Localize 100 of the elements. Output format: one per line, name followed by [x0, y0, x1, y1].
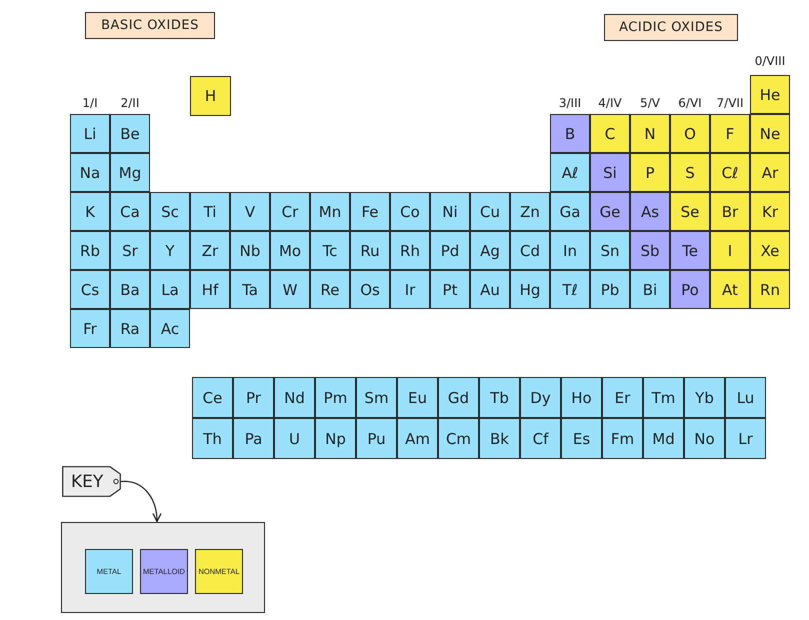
group-number: 2/II — [120, 96, 140, 110]
element-tile: In — [550, 231, 590, 270]
element-tile: Aℓ — [550, 153, 590, 192]
element-tile: F — [710, 114, 750, 153]
element-tile: Sn — [590, 231, 630, 270]
group-number: 3/III — [558, 96, 582, 110]
element-tile: Ca — [110, 192, 150, 231]
element-tile: Pu — [356, 418, 397, 459]
element-tile: Hg — [510, 270, 550, 309]
element-tile: Np — [315, 418, 356, 459]
element-tile: U — [274, 418, 315, 459]
element-tile: Tm — [643, 377, 684, 418]
element-tile: B — [550, 114, 590, 153]
element-tile: Eu — [397, 377, 438, 418]
element-tile: Bi — [630, 270, 670, 309]
element-tile: Ru — [350, 231, 390, 270]
group-number: 4/IV — [598, 96, 622, 110]
element-tile: Cf — [520, 418, 561, 459]
element-tile: Mg — [110, 153, 150, 192]
key-panel — [61, 522, 265, 613]
element-tile: Y — [150, 231, 190, 270]
element-tile: N — [630, 114, 670, 153]
element-tile: Yb — [684, 377, 725, 418]
element-tile: He — [750, 75, 790, 114]
element-tile: Hf — [190, 270, 230, 309]
element-tile: Nd — [274, 377, 315, 418]
element-tile: La — [150, 270, 190, 309]
element-tile: Li — [70, 114, 110, 153]
element-tile: P — [630, 153, 670, 192]
element-tile: Ar — [750, 153, 790, 192]
element-tile: Fm — [602, 418, 643, 459]
element-tile: Ga — [550, 192, 590, 231]
element-tile: Pd — [430, 231, 470, 270]
element-tile: Pt — [430, 270, 470, 309]
element-tile: Ni — [430, 192, 470, 231]
element-tile: V — [230, 192, 270, 231]
group-number: 1/I — [82, 96, 98, 110]
element-tile: Cr — [270, 192, 310, 231]
group-number: 0/VIII — [754, 54, 786, 68]
element-tile: No — [684, 418, 725, 459]
element-tile: Cu — [470, 192, 510, 231]
element-tile: Ir — [390, 270, 430, 309]
oxide-type-label: BASIC OXIDES — [85, 12, 215, 39]
element-tile: Be — [110, 114, 150, 153]
element-tile: Co — [390, 192, 430, 231]
element-tile: Lr — [725, 418, 766, 459]
element-tile: Po — [670, 270, 710, 309]
element-tile: Pa — [233, 418, 274, 459]
element-tile: Fr — [70, 309, 110, 348]
element-tile: Au — [470, 270, 510, 309]
element-tile: Pm — [315, 377, 356, 418]
element-tile: Tℓ — [550, 270, 590, 309]
element-tile: As — [630, 192, 670, 231]
element-tile: Pb — [590, 270, 630, 309]
element-tile: Ge — [590, 192, 630, 231]
element-tile: Ba — [110, 270, 150, 309]
element-tile: Es — [561, 418, 602, 459]
key-tag: KEY — [62, 466, 121, 497]
element-tile: Ra — [110, 309, 150, 348]
element-tile: Se — [670, 192, 710, 231]
element-tile: Os — [350, 270, 390, 309]
element-tile: O — [670, 114, 710, 153]
element-tile: Er — [602, 377, 643, 418]
element-tile: Kr — [750, 192, 790, 231]
group-number: 6/VI — [678, 96, 702, 110]
element-tile: Na — [70, 153, 110, 192]
element-tile: At — [710, 270, 750, 309]
element-tile: Zr — [190, 231, 230, 270]
element-tile: Rb — [70, 231, 110, 270]
element-tile: Zn — [510, 192, 550, 231]
element-tile: Cd — [510, 231, 550, 270]
element-tile: Nb — [230, 231, 270, 270]
element-tile: Rh — [390, 231, 430, 270]
element-tile: Gd — [438, 377, 479, 418]
element-tile: Xe — [750, 231, 790, 270]
element-tile: Bk — [479, 418, 520, 459]
element-tile: W — [270, 270, 310, 309]
element-tile: Mn — [310, 192, 350, 231]
group-number: 5/V — [640, 96, 660, 110]
element-tile: Sc — [150, 192, 190, 231]
element-tile: Am — [397, 418, 438, 459]
element-tile: Ta — [230, 270, 270, 309]
element-tile: Sr — [110, 231, 150, 270]
element-tile: I — [710, 231, 750, 270]
element-tile: Ag — [470, 231, 510, 270]
curved-arrow — [120, 480, 162, 522]
element-tile: Ti — [190, 192, 230, 231]
element-tile: Lu — [725, 377, 766, 418]
oxide-type-label: ACIDIC OXIDES — [604, 14, 738, 41]
element-tile: Ce — [192, 377, 233, 418]
element-tile: Rn — [750, 270, 790, 309]
element-tile: Ho — [561, 377, 602, 418]
element-tile: Cs — [70, 270, 110, 309]
element-tile: Mo — [270, 231, 310, 270]
element-tile: C — [590, 114, 630, 153]
element-tile: Ac — [150, 309, 190, 348]
element-tile: Sm — [356, 377, 397, 418]
element-tile: Tb — [479, 377, 520, 418]
group-number: 7/VII — [716, 96, 744, 110]
element-tile: Md — [643, 418, 684, 459]
